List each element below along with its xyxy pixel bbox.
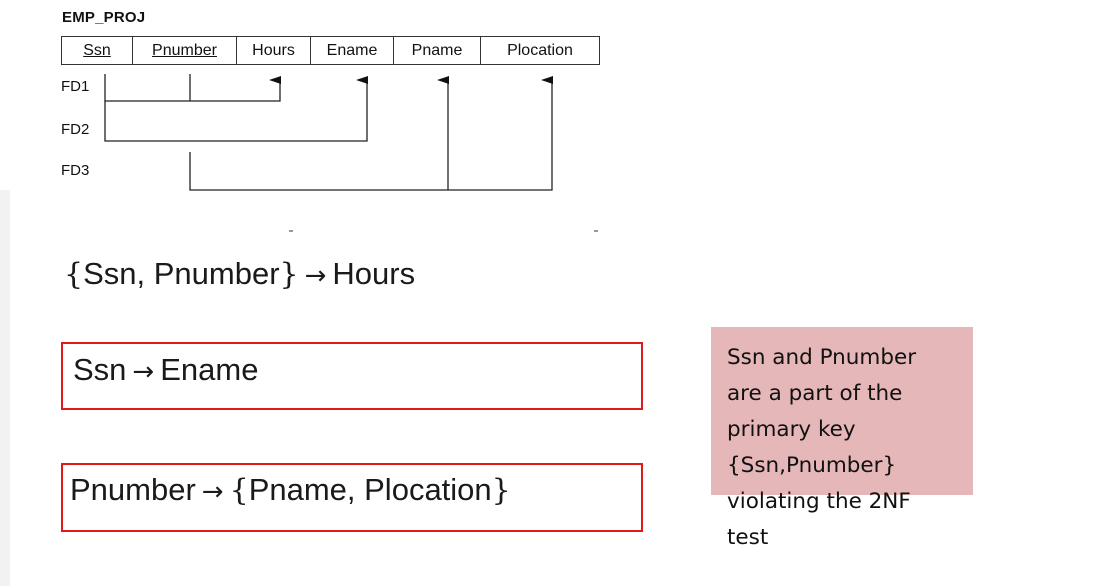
fd3-label: FD3 (61, 162, 90, 179)
attr-hours: Hours (237, 37, 311, 64)
fd3-highlight-box (61, 463, 643, 532)
fd3-line (189, 76, 553, 191)
formula-fd1-rhs: Hours (332, 256, 416, 291)
formula-fd3-lhs: Pnumber (70, 472, 196, 507)
relation-schema: Ssn Pnumber Hours Ename Pname Plocation (61, 36, 600, 65)
formula-fd2: Ssn→Ename (73, 352, 258, 388)
fd1-line (104, 74, 281, 102)
left-edge-strip (0, 190, 10, 586)
attr-ssn: Ssn (62, 37, 133, 64)
formula-fd2-lhs: Ssn (73, 352, 127, 387)
attr-plocation: Plocation (507, 42, 573, 59)
fd-arrows (104, 74, 598, 232)
fd2-label: FD2 (61, 121, 90, 138)
arrow-icon: → (132, 357, 155, 387)
attr-ename: Ename (311, 37, 394, 64)
note-text: Ssn and Pnumber are a part of the primar… (727, 345, 917, 550)
attr-pnumber: Pnumber (133, 37, 237, 64)
formula-fd1: {Ssn, Pnumber}→Hours (64, 256, 416, 292)
fd1-label: FD1 (61, 78, 90, 95)
fd-diagram: EMP_PROJ Ssn Pnumber Hours Ename Pname P… (0, 0, 610, 235)
formula-fd2-rhs: Ename (160, 352, 259, 387)
explanation-note: Ssn and Pnumber are a part of the primar… (711, 327, 973, 550)
formula-fd3-rhs: Pname, Plocation (248, 472, 492, 507)
formula-fd1-lhs: Ssn, Pnumber (83, 256, 280, 291)
relation-title: EMP_PROJ (62, 9, 146, 26)
attr-pname: Pname (394, 37, 481, 64)
arrow-icon: → (201, 477, 224, 507)
fd2-line (104, 76, 368, 142)
arrow-icon: → (304, 261, 327, 291)
formula-fd3: Pnumber→{Pname, Plocation} (70, 472, 511, 508)
fd2-highlight-box (61, 342, 643, 410)
